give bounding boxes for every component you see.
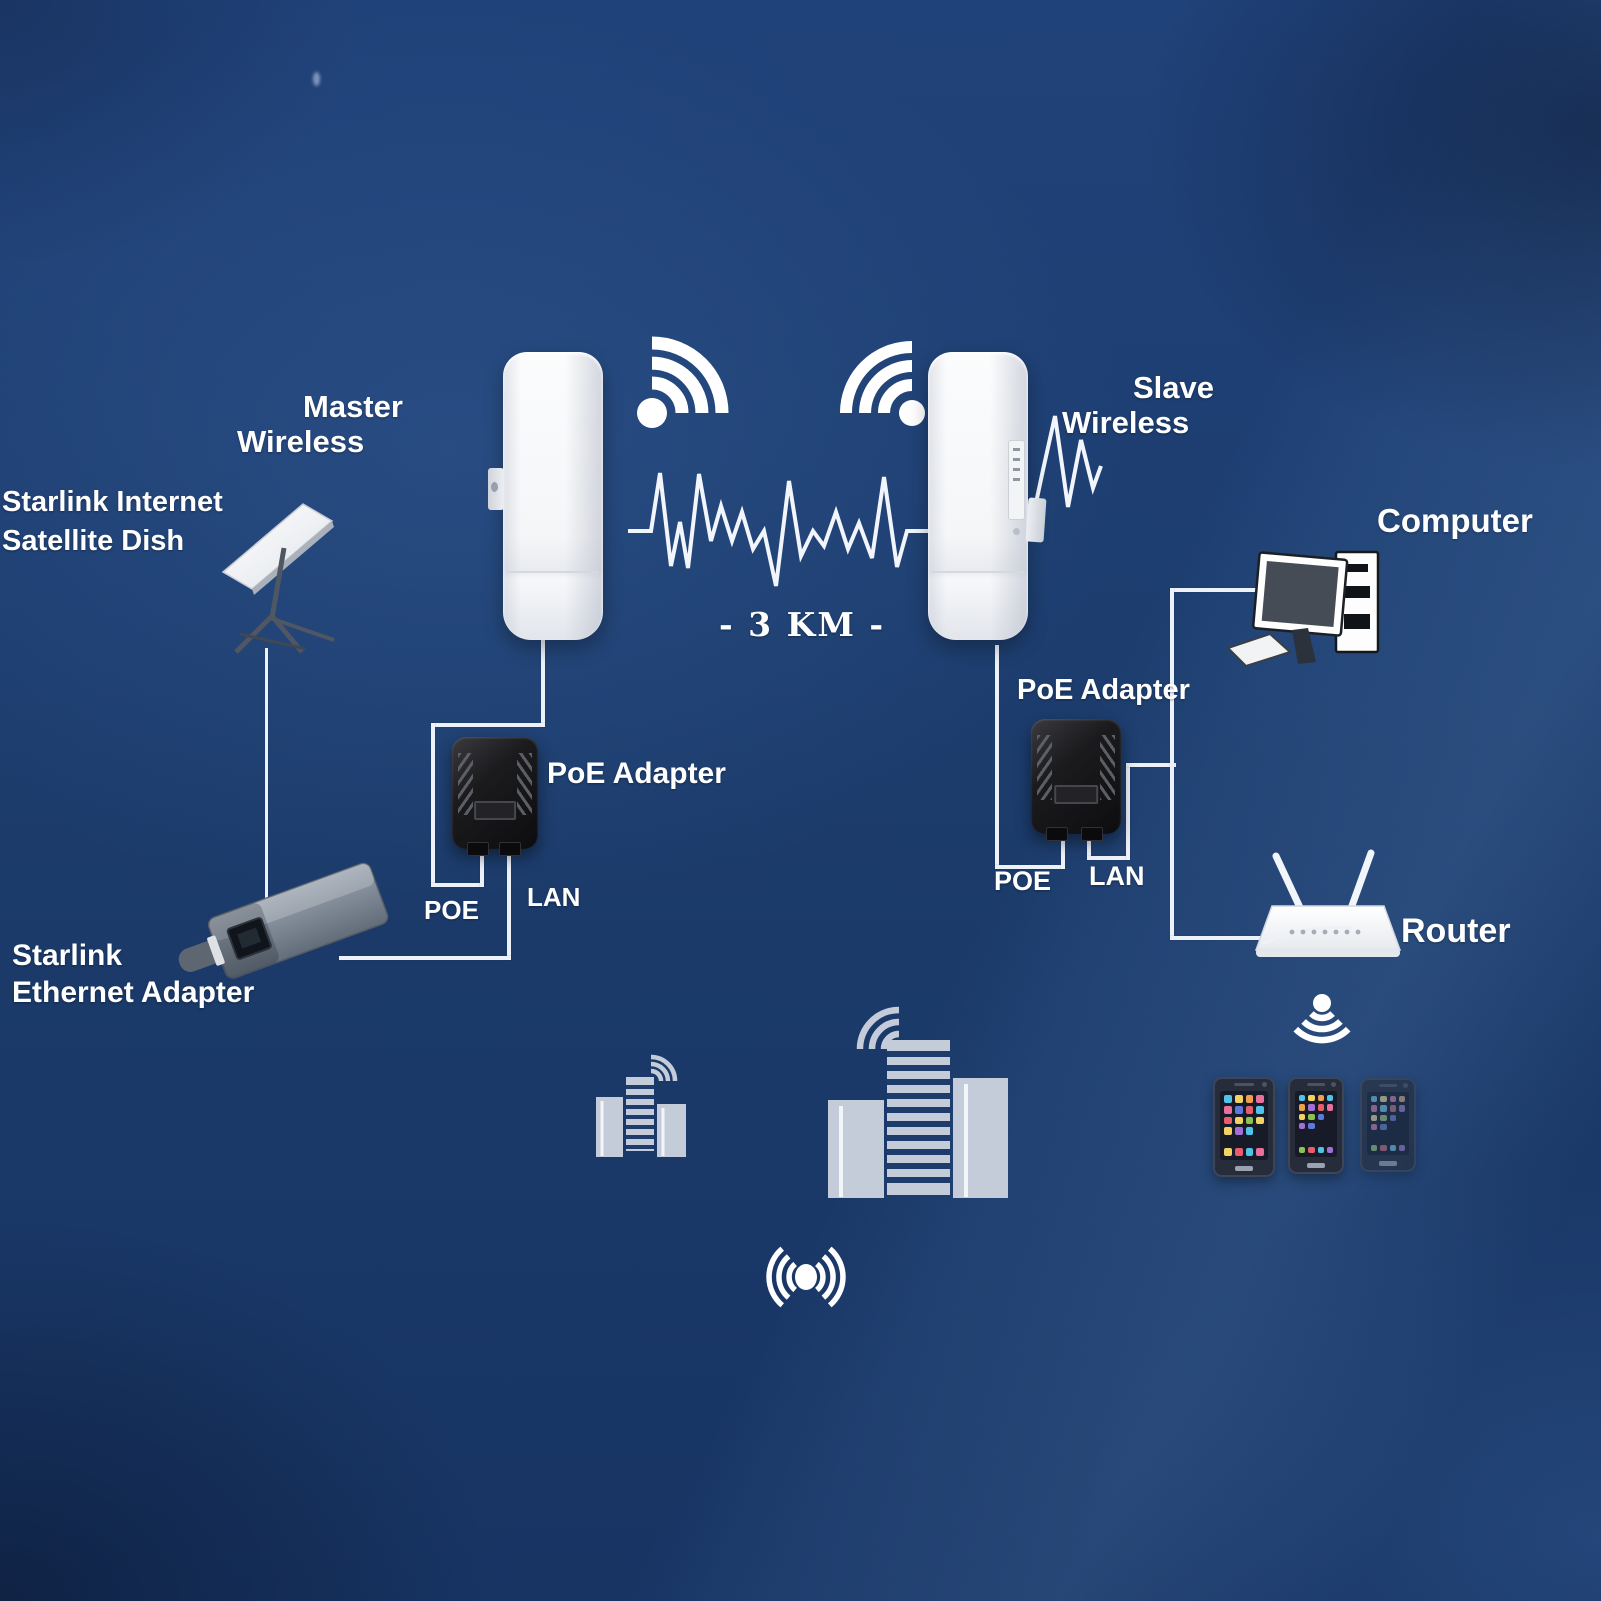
home-button — [1307, 1163, 1325, 1168]
label-window — [474, 800, 516, 820]
poe-adapter-label-slave: PoE Adapter — [1017, 674, 1190, 706]
wifi-master-icon — [637, 336, 729, 428]
building-small-icon — [596, 1054, 686, 1157]
broadcast-icon — [766, 1246, 846, 1308]
cable-master-poe-port — [480, 852, 484, 887]
cable-router-horizontal — [1170, 936, 1262, 940]
cable-slave-ap-drop — [995, 645, 999, 869]
vent-grille-icon — [517, 753, 532, 815]
cable-dish-to-ethernet-adapter — [265, 648, 268, 907]
lan-port — [499, 842, 522, 856]
vent-grille-icon — [1037, 735, 1052, 800]
cable-computer-horizontal — [1170, 588, 1268, 592]
cable-master-lan-vertical — [507, 850, 511, 960]
poe-port-label-master: POE — [424, 895, 479, 925]
cable-master-poe-horizontal — [431, 723, 545, 727]
cable-slave-poe-bottom — [995, 865, 1065, 869]
master-wireless-ap — [488, 352, 603, 640]
smartphone — [1288, 1077, 1344, 1174]
vent-grille-icon — [1100, 735, 1115, 800]
starlink-ethernet-label-line1: Starlink — [12, 939, 123, 972]
home-button — [1235, 1166, 1253, 1171]
signal-waveform-icon — [628, 415, 1103, 587]
cable-slave-lan-vertical — [1126, 763, 1130, 860]
starlink-dish-label-line1: Starlink Internet — [2, 486, 223, 518]
computer-label: Computer — [1377, 502, 1533, 539]
router-icon — [1254, 849, 1402, 957]
poe-port — [466, 842, 489, 856]
lan-port-label-slave: LAN — [1089, 861, 1145, 891]
cable-slave-lan-port — [1087, 833, 1091, 860]
poe-adapter-label-master: PoE Adapter — [547, 757, 726, 790]
label-window — [1054, 784, 1098, 804]
starlink-ethernet-label-line2: Ethernet Adapter — [12, 976, 255, 1009]
mount-tab-icon — [488, 468, 504, 510]
home-button — [1379, 1161, 1397, 1166]
lan-port — [1080, 827, 1103, 841]
screw-dot — [1013, 528, 1020, 535]
slave-wireless-label-line2: Wireless — [1062, 405, 1190, 440]
slave-wireless-label-line1: Slave — [1133, 370, 1215, 405]
poe-adapter-slave — [1031, 719, 1121, 841]
background-speck — [313, 72, 320, 86]
poe-adapter-master — [452, 737, 538, 856]
led-indicator-strip — [1008, 440, 1025, 520]
computer-icon — [1226, 550, 1380, 668]
cable-master-poe-bottom — [431, 883, 484, 887]
cable-master-ap-drop — [541, 637, 545, 727]
master-wireless-label-line1: Master — [303, 389, 403, 424]
cable-main-vertical — [1170, 588, 1174, 940]
cable-slave-poe-port — [1061, 833, 1065, 869]
mount-tab-icon — [1025, 497, 1047, 543]
wifi-slave-icon — [839, 340, 925, 426]
cable-master-poe-vertical — [431, 723, 435, 887]
smartphone — [1213, 1077, 1275, 1177]
poe-port — [1046, 827, 1069, 841]
smartphone — [1360, 1078, 1416, 1172]
poe-port-label-slave: POE — [994, 866, 1052, 896]
slave-wireless-ap — [928, 352, 1047, 640]
lan-port-label-master: LAN — [527, 882, 581, 912]
master-wireless-label-line2: Wireless — [237, 424, 365, 459]
starlink-dish-label-line2: Satellite Dish — [2, 525, 185, 557]
cable-slave-lan-top — [1126, 763, 1176, 767]
building-large-wifi-icon — [856, 1006, 900, 1050]
cable-slave-lan-bottom — [1087, 856, 1130, 860]
building-large-icon — [828, 1006, 1008, 1198]
router-wifi-icon — [1293, 994, 1351, 1044]
vent-grille-icon — [458, 753, 473, 815]
distance-label: - 3 KM - — [719, 605, 886, 644]
ethernet-adapter-icon — [178, 862, 389, 979]
starlink-dish-icon — [221, 503, 335, 654]
building-small-wifi-icon — [650, 1054, 678, 1082]
cable-master-lan-horizontal — [339, 956, 511, 960]
router-label: Router — [1401, 912, 1511, 950]
